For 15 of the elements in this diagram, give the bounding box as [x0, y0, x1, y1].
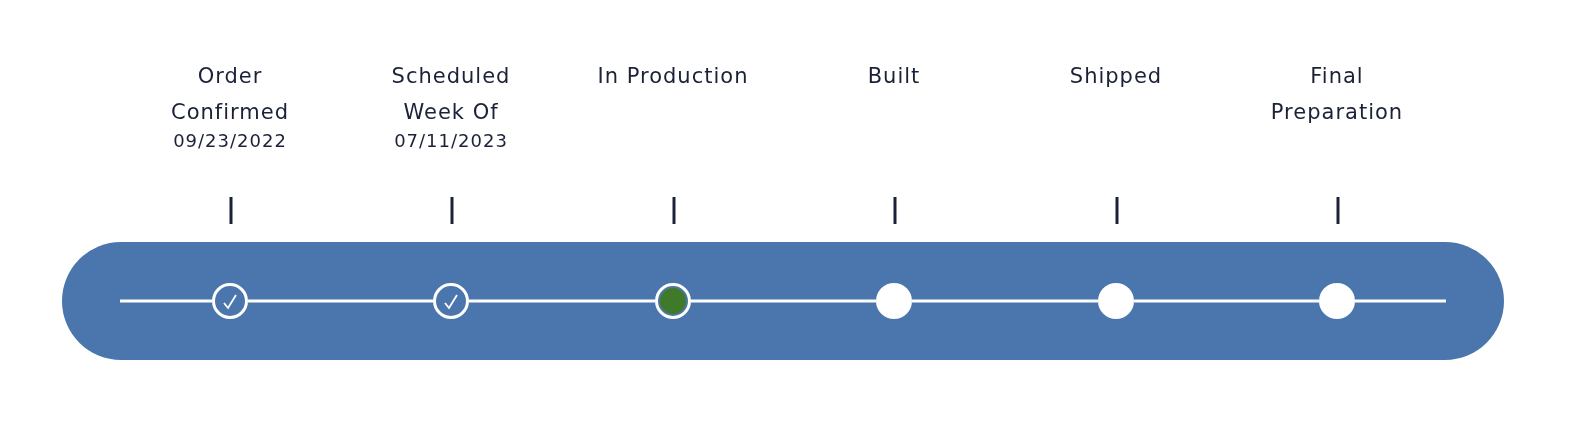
- step-label: In Production: [597, 63, 749, 90]
- step-label: Order Confirmed: [170, 63, 290, 126]
- track-line: [469, 299, 655, 303]
- track-line: [248, 299, 433, 303]
- track-line: [120, 299, 212, 303]
- step-label: Shipped: [1069, 63, 1163, 90]
- step-label: Built: [867, 63, 921, 90]
- step-label: Final Preparation: [1269, 63, 1405, 126]
- track-line: [912, 299, 1098, 303]
- track-line: [691, 299, 876, 303]
- track-line: [1355, 299, 1446, 303]
- step-label: Scheduled Week Of: [390, 63, 512, 126]
- date-label: 07/11/2023: [394, 130, 508, 152]
- track-line: [1134, 299, 1319, 303]
- date-label: 09/23/2022: [173, 130, 287, 152]
